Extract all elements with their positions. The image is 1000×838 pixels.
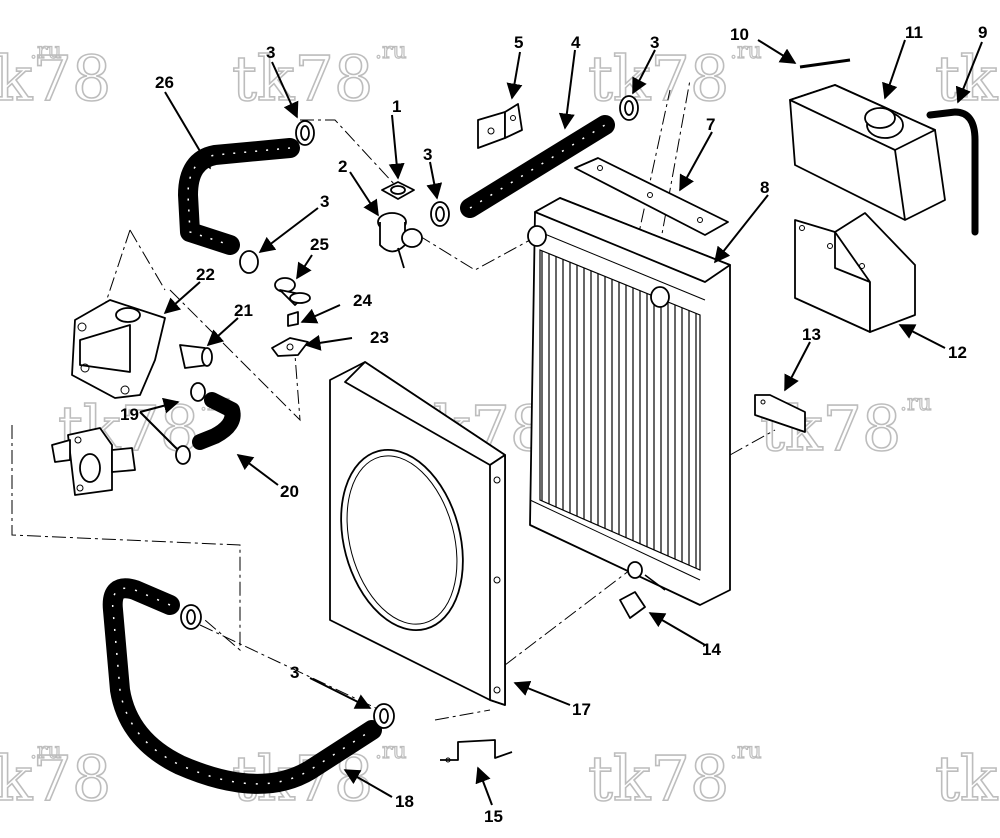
- watermark-top-center: tk78.ru: [587, 38, 762, 115]
- callout-20: 20: [280, 482, 299, 501]
- callout-21: 21: [234, 301, 253, 320]
- filler-neck: [377, 212, 423, 269]
- callout-3-left: 3: [320, 192, 329, 211]
- svg-text:.ru: .ru: [375, 39, 407, 64]
- overflow-tube: [926, 108, 979, 236]
- watermark-top-left: tk78.ru: [0, 38, 112, 115]
- lower-hose: [102, 578, 382, 794]
- callout-22: 22: [196, 265, 215, 284]
- callout-9: 9: [978, 23, 987, 42]
- callout-3-bottom: 3: [290, 663, 299, 682]
- tank-bracket: [794, 212, 916, 333]
- svg-text:tk78: tk78: [232, 42, 373, 115]
- callout-25: 25: [310, 235, 329, 254]
- callout-8: 8: [760, 178, 769, 197]
- small-bracket: [477, 103, 523, 149]
- callout-3-center: 3: [423, 145, 432, 164]
- callout-17: 17: [572, 700, 591, 719]
- thermostat-housing: [71, 299, 166, 399]
- leader-lines: [139, 39, 983, 806]
- small-plug: [287, 311, 299, 327]
- radiator-core: [527, 197, 731, 606]
- drain-valve: [619, 574, 666, 619]
- pipe-fitting: [179, 344, 213, 369]
- clamp-icon: [175, 445, 191, 465]
- small-bypass-hose: [192, 392, 241, 450]
- svg-text:tk78: tk78: [0, 742, 111, 815]
- svg-text:.ru: .ru: [375, 739, 407, 764]
- svg-text:.ru: .ru: [730, 39, 762, 64]
- top-bracket-strip: [574, 157, 729, 236]
- callout-19: 19: [120, 405, 139, 424]
- callout-13: 13: [802, 325, 821, 344]
- svg-text:tk78: tk78: [935, 742, 1000, 815]
- gasket: [271, 337, 309, 357]
- watermark-bottom-right: tk78: [934, 741, 1000, 816]
- fan-shroud: [329, 361, 506, 706]
- callout-14: 14: [702, 640, 721, 659]
- callout-11: 11: [905, 23, 923, 42]
- radiator-cap: [381, 181, 415, 200]
- mount-plate: [754, 394, 806, 433]
- svg-text:tk78: tk78: [588, 742, 729, 815]
- callout-7: 7: [706, 115, 715, 134]
- callout-5: 5: [514, 33, 523, 52]
- lower-bracket: [440, 739, 513, 763]
- callout-1: 1: [392, 97, 401, 116]
- svg-text:.ru: .ru: [900, 391, 932, 416]
- callout-23: 23: [370, 328, 389, 347]
- clamp-icon: [190, 382, 206, 402]
- callout-18: 18: [395, 792, 414, 811]
- upper-left-hose: [178, 138, 300, 255]
- callout-2: 2: [338, 157, 347, 176]
- svg-text:tk78: tk78: [0, 42, 111, 115]
- watermark-top-mid: tk78.ru: [231, 38, 407, 115]
- long-rod: [799, 56, 851, 69]
- callout-15: 15: [484, 807, 503, 826]
- svg-text:.ru: .ru: [730, 739, 762, 764]
- hose-clamps: [175, 95, 639, 729]
- callout-26: 26: [155, 73, 174, 92]
- callout-4: 4: [571, 33, 581, 52]
- callout-3-top-left: 3: [266, 43, 275, 62]
- expansion-tank: [789, 84, 946, 221]
- watermark-bottom-left: tk78.ru: [0, 738, 112, 815]
- callout-12: 12: [948, 343, 967, 362]
- clamp-icon: [239, 250, 259, 274]
- lower-water-housing: [51, 427, 136, 496]
- callout-numbers: 1 2 3 3 3 3 3 4 5 7 8 9 10 11 12 13 14 1…: [120, 23, 987, 826]
- callout-10: 10: [730, 25, 749, 44]
- callout-3-top-right: 3: [650, 33, 659, 52]
- watermark-bottom-center: tk78.ru: [587, 738, 762, 815]
- svg-text:.ru: .ru: [30, 739, 62, 764]
- svg-text:.ru: .ru: [30, 39, 62, 64]
- svg-text:tk78: tk78: [588, 42, 729, 115]
- elbow-fitting: [274, 277, 311, 306]
- callout-24: 24: [353, 291, 372, 310]
